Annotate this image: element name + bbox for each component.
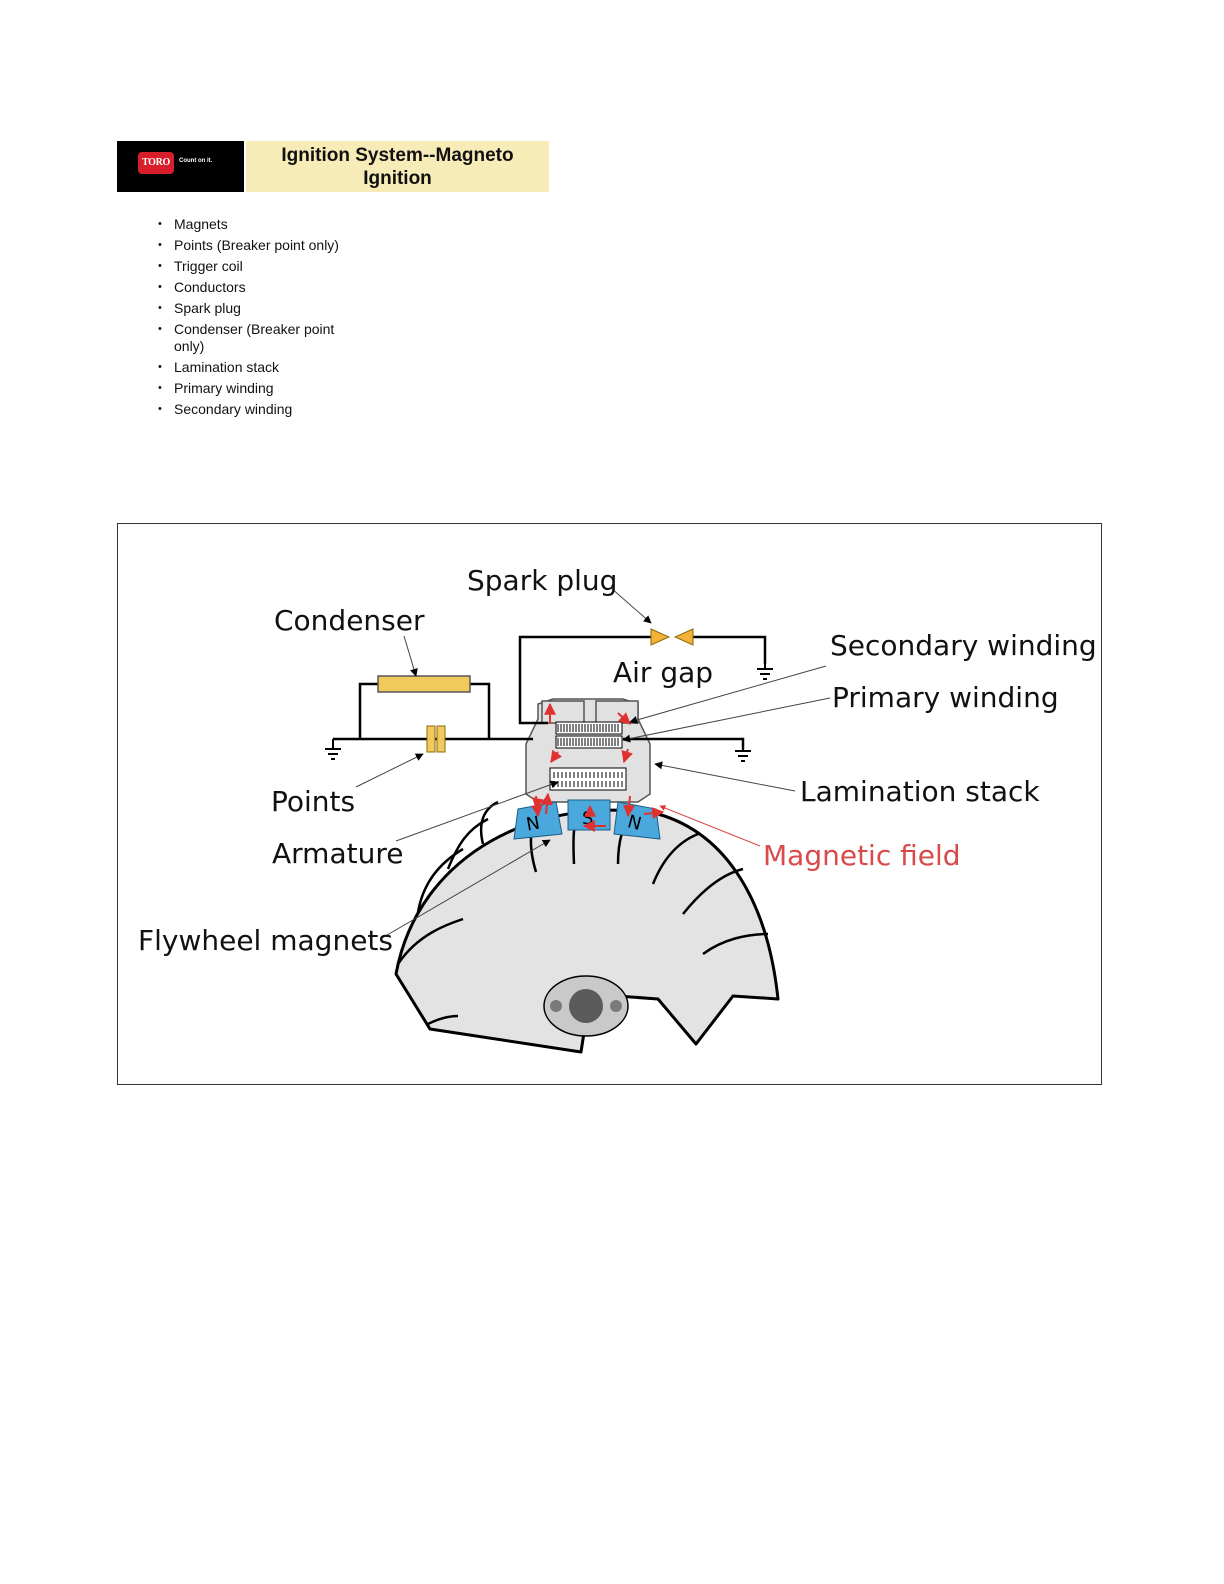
magneto-diagram: N S N [117,523,1102,1085]
lamination-stack-label: Lamination stack [800,775,1040,808]
flywheel-magnet-n-right: N [613,801,661,840]
page-title: Ignition System--Magneto Ignition [281,144,514,189]
spark-plug-label: Spark plug [467,564,617,597]
list-item: Primary winding [158,380,358,397]
leader-lines [355,587,831,939]
breaker-points [426,725,446,753]
flywheel-hub [543,975,629,1037]
flywheel-magnets-label: Flywheel magnets [138,924,393,957]
flywheel [394,808,780,1054]
ground-symbol [757,664,773,680]
circuit-wiring [333,635,767,749]
toro-logo: TORO Count on it. [117,141,244,192]
list-item: Magnets [158,216,358,233]
lamination-upper-left [541,700,585,724]
magnet-pole-label: N [525,813,542,836]
slide-header: TORO Count on it. Ignition System--Magne… [117,141,549,192]
condenser [377,675,471,693]
primary-winding-label: Primary winding [832,681,1059,714]
magnetic-field-leader [659,805,761,847]
flywheel-fins [396,800,769,1026]
magnetic-field-arrows [530,702,665,832]
magnetic-field-label: Magnetic field [763,839,961,872]
condenser-label: Condenser [274,604,425,637]
list-item: Secondary winding [158,401,358,418]
diagram-canvas: N S N [138,564,1097,1054]
spark-plug-gap [650,628,694,646]
lamination-upper-right [595,700,639,724]
list-item: Points (Breaker point only) [158,237,358,254]
air-gap-label: Air gap [613,656,713,689]
ground-symbol [735,749,751,762]
title-banner: Ignition System--Magneto Ignition [246,141,549,192]
secondary-winding-coil [555,721,623,735]
list-item: Spark plug [158,300,358,317]
trigger-coil [549,767,627,791]
magnet-pole-label: S [582,808,593,829]
logo-tagline: Count on it. [179,158,213,164]
list-item: Condenser (Breaker point only) [158,321,358,355]
list-item: Conductors [158,279,358,296]
logo-wordmark: TORO [138,152,174,174]
secondary-winding-label: Secondary winding [830,629,1097,662]
points-label: Points [271,785,355,818]
list-item: Lamination stack [158,359,358,376]
primary-winding-coil [555,735,623,749]
components-list: Magnets Points (Breaker point only) Trig… [158,216,358,422]
ground-symbol [325,739,341,760]
armature-label: Armature [272,837,403,870]
list-item: Trigger coil [158,258,358,275]
